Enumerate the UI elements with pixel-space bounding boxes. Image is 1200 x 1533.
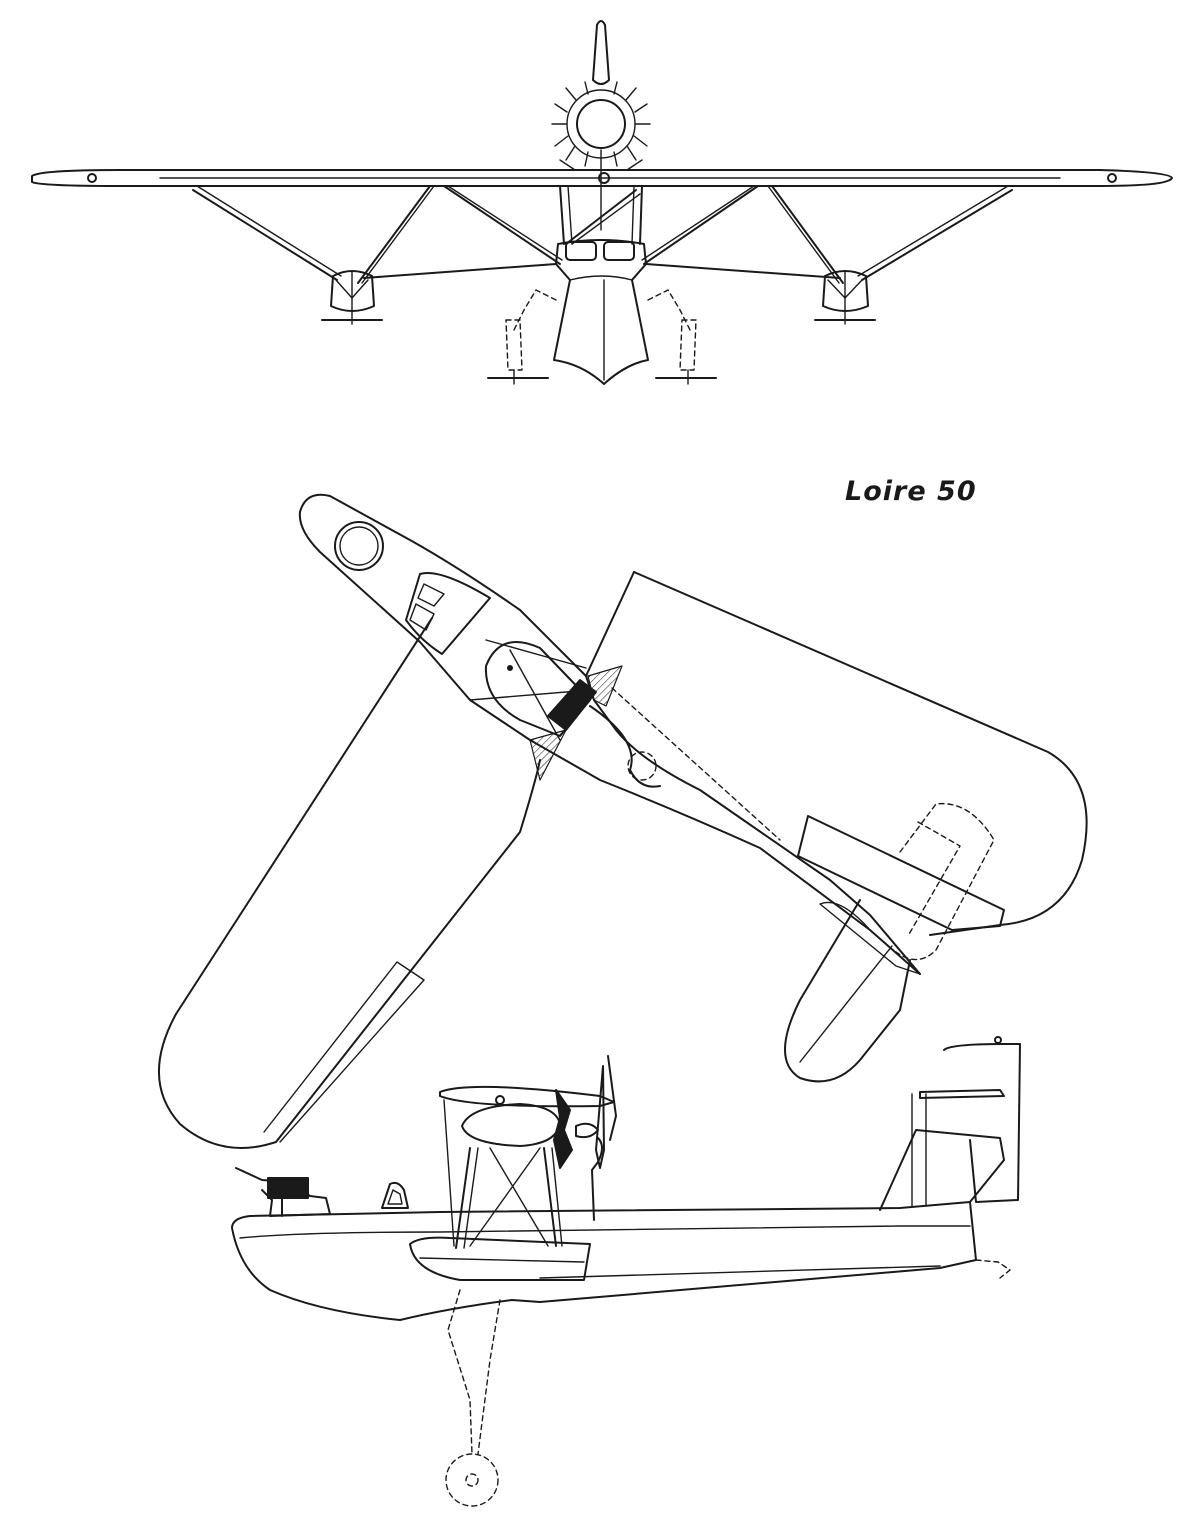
side-beaching-wheel (445, 1289, 501, 1507)
plan-right-wing (585, 571, 1088, 936)
front-wing (31, 169, 1173, 187)
front-hull (553, 239, 649, 385)
plan-engine-nacelle (469, 639, 661, 788)
front-propeller (592, 20, 610, 231)
plan-tail (611, 687, 1005, 1083)
front-radial-engine (551, 81, 651, 171)
side-engine-nacelle (443, 1095, 563, 1249)
side-windscreen (381, 1181, 409, 1209)
front-view (31, 20, 1173, 385)
front-struts (192, 185, 1013, 284)
plan-view (158, 493, 1088, 1149)
side-hull (231, 1201, 977, 1321)
front-beaching-gear (487, 289, 717, 385)
plan-hull (298, 493, 921, 975)
drawing-title: Loire 50 (845, 476, 977, 507)
side-machine-gun (235, 1167, 331, 1217)
side-wing (439, 1085, 615, 1108)
side-propeller (553, 1055, 617, 1221)
plan-left-wing (158, 617, 541, 1149)
side-view (231, 1036, 1021, 1507)
front-wingtip-floats (321, 270, 876, 325)
side-tail (879, 1036, 1021, 1279)
side-sponson (409, 1236, 591, 1281)
